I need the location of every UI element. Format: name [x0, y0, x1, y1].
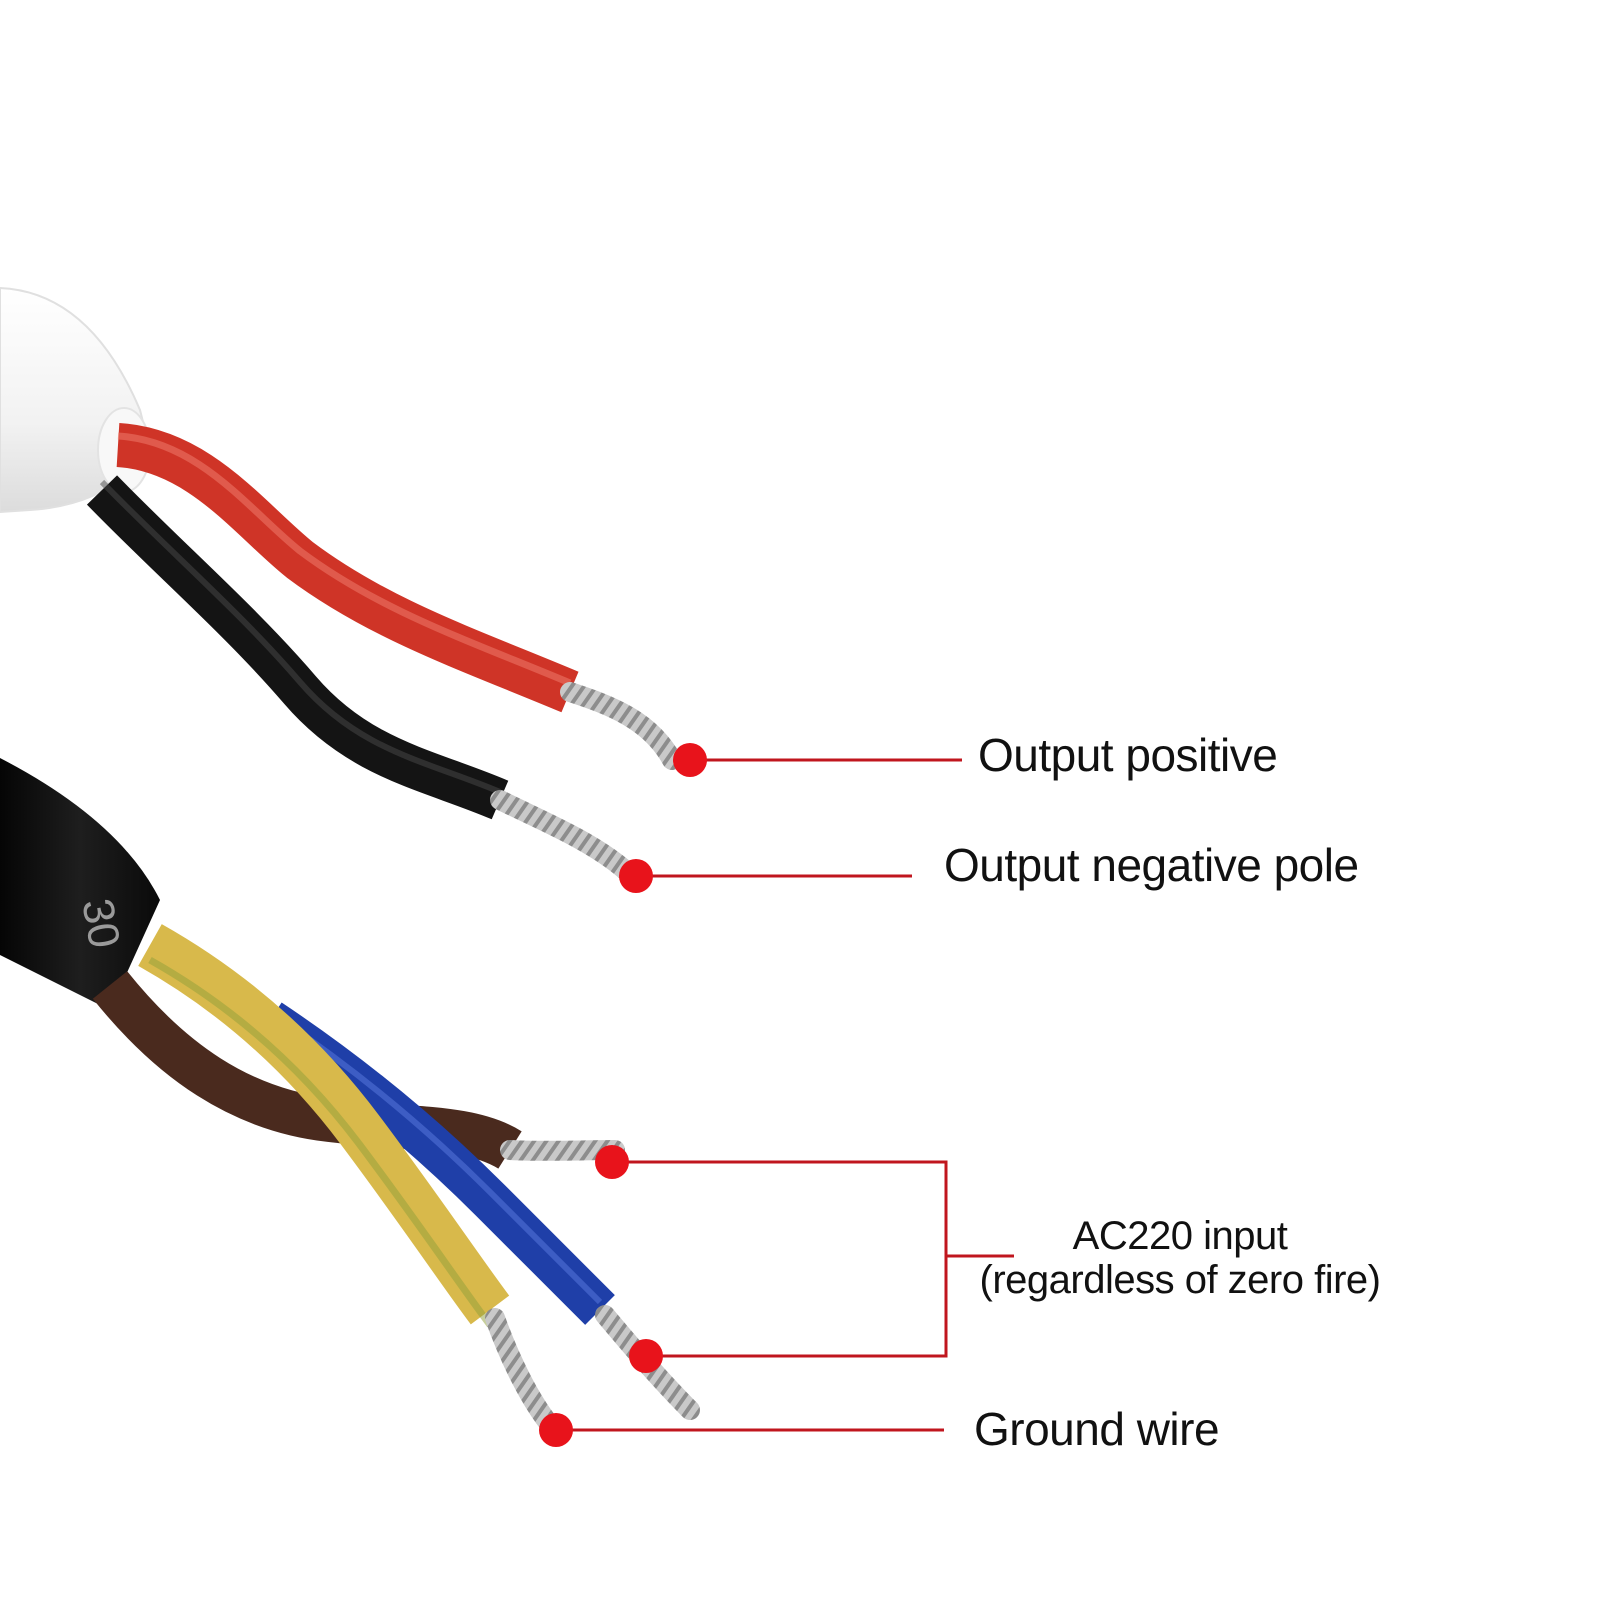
yellow-green-wire-strands	[485, 1308, 560, 1435]
label-ac-input-line2: (regardless of zero fire)	[979, 1258, 1381, 1302]
yellow-green-wire	[138, 924, 510, 1325]
marker-ac-blue	[629, 1339, 663, 1373]
markers	[539, 743, 707, 1447]
red-wire	[115, 423, 579, 713]
label-ground-wire: Ground wire	[974, 1403, 1220, 1455]
label-ac-input: AC220 input (regardless of zero fire)	[970, 1214, 1390, 1302]
label-output-positive: Output positive	[978, 729, 1278, 781]
marker-ac-brown	[595, 1145, 629, 1179]
black-jacket	[0, 758, 160, 1010]
marker-ground	[539, 1413, 573, 1447]
red-wire-strands	[560, 682, 682, 770]
black-wire	[86, 475, 509, 820]
label-ac-input-line1: AC220 input	[1072, 1214, 1288, 1258]
label-output-negative: Output negative pole	[944, 839, 1359, 891]
dc-output-cable	[0, 286, 682, 880]
leader-ac-input-bracket	[612, 1160, 948, 1358]
marker-output-negative	[619, 859, 653, 893]
ac-input-cable: 30	[0, 758, 700, 1435]
black-wire-strands	[490, 790, 635, 880]
marker-output-positive	[673, 743, 707, 777]
cable-marking: 30	[72, 895, 129, 952]
leader-lines	[556, 758, 1014, 1432]
